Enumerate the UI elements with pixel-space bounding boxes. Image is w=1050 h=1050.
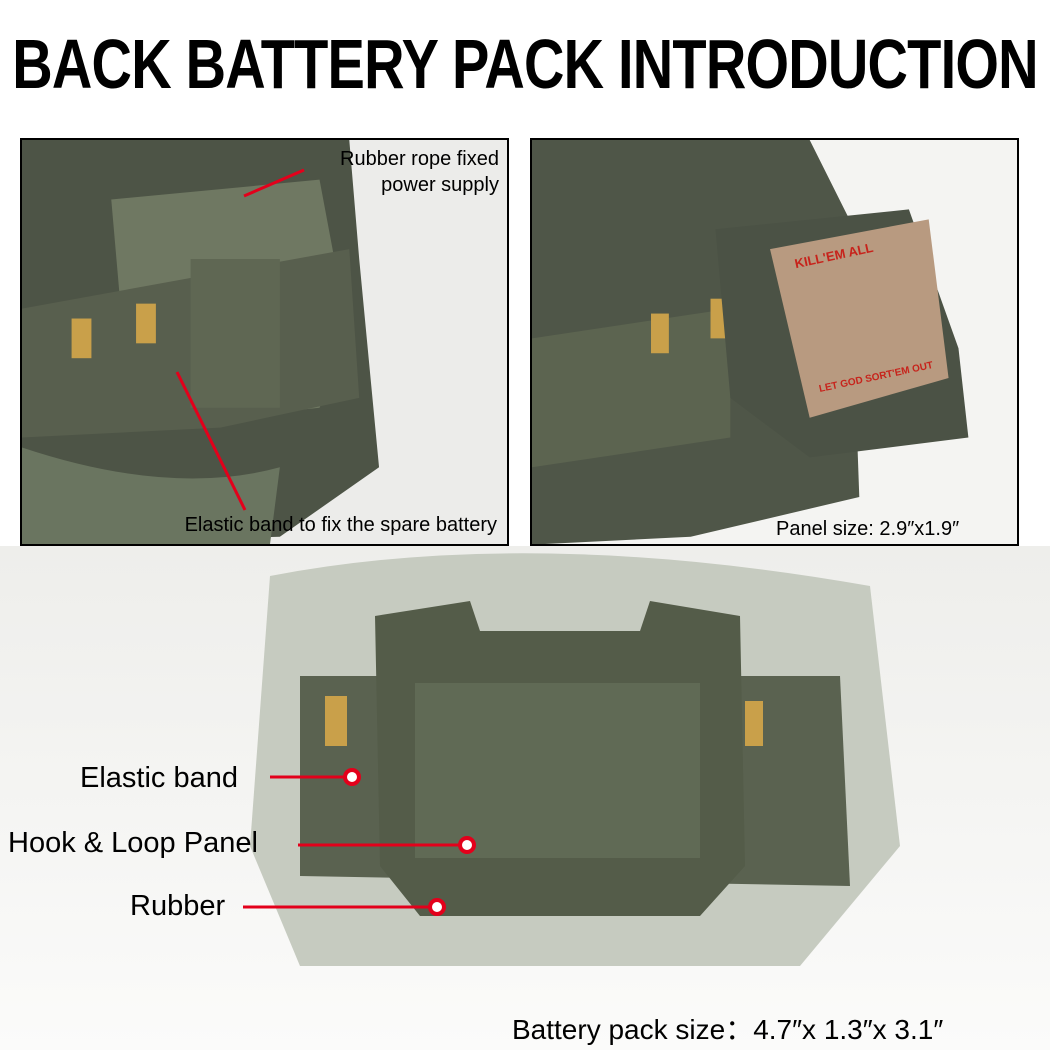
label-elastic-band: Elastic band — [80, 762, 238, 794]
label-rubber: Rubber — [130, 890, 226, 922]
label-rubber-rope-line2: power supply — [381, 174, 499, 196]
label-hook-loop-panel: Hook & Loop Panel — [8, 827, 258, 859]
battery-pack-side-photo — [22, 140, 507, 544]
photo-panel-side: Rubber rope fixed power supply Elastic b… — [20, 138, 509, 546]
label-elastic-band-spare: Elastic band to fix the spare battery — [184, 514, 497, 536]
battery-pack-patch-photo — [532, 140, 1017, 544]
page-title: BACK BATTERY PACK INTRODUCTION — [12, 25, 1038, 103]
label-rubber-rope-line1: Rubber rope fixed — [340, 148, 499, 170]
photo-panel-patch: KILL'EM ALL LET GOD SORT'EM OUT Panel si… — [530, 138, 1019, 546]
battery-pack-front-photo — [250, 553, 900, 966]
label-battery-pack-size: Battery pack size：4.7″x 1.3″x 3.1″ — [512, 1014, 944, 1045]
label-panel-size: Panel size: 2.9″x1.9″ — [776, 518, 960, 540]
battery-pack-front-view — [0, 546, 1050, 1050]
